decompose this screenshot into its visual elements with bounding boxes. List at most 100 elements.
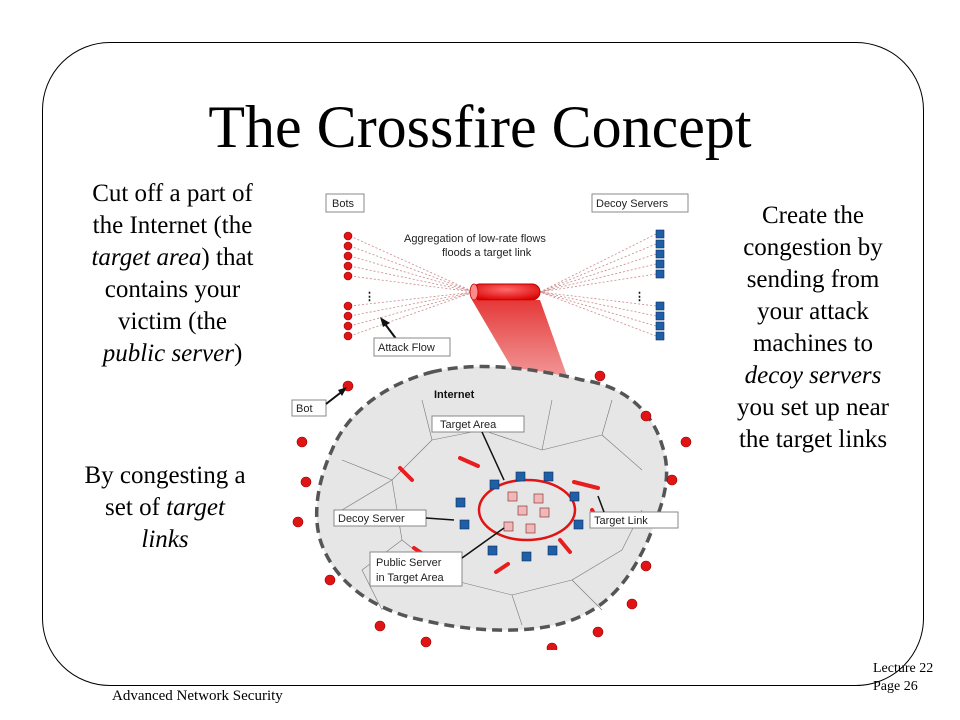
- decoy-server-node: [655, 269, 665, 279]
- left-bottom-line: By congesting a: [84, 462, 246, 489]
- bot-node: [374, 620, 386, 632]
- left-top-text: Cut off a part of the Internet (the targ…: [60, 178, 285, 370]
- attack-flow-line: [349, 275, 475, 293]
- decoy-server-node: [655, 249, 665, 259]
- network-link: [571, 549, 623, 581]
- public-server-label-2: in Target Area: [376, 572, 445, 584]
- bot-node: [680, 436, 692, 448]
- network-link: [361, 569, 383, 611]
- bot-node: [343, 301, 353, 311]
- left-bottom-line: links: [55, 524, 275, 556]
- bot-node: [626, 598, 638, 610]
- target-link-bar: [398, 466, 414, 482]
- left-bottom-line: set of target: [55, 492, 275, 524]
- bot-node: [592, 626, 604, 638]
- right-line: sending from: [746, 266, 880, 293]
- bot-node: [343, 271, 353, 281]
- bot-node: [343, 311, 353, 321]
- left-top-line: victim (the: [118, 308, 227, 335]
- right-line: the target links: [738, 426, 888, 453]
- network-link: [481, 429, 543, 451]
- target-link-label-box: [589, 511, 679, 529]
- attack-flow-arrowhead: [380, 317, 390, 327]
- left-bottom-text: By congesting a set of target links: [55, 460, 275, 556]
- aggregation-label-1: Aggregation of low-rate flows: [404, 233, 546, 245]
- attack-flow-line: [349, 291, 475, 337]
- decoy-server-arrow: [425, 517, 455, 521]
- public-server-term: public server: [102, 340, 234, 367]
- right-text: Create the congestion by sending from yo…: [708, 200, 918, 456]
- links-term: links: [141, 526, 189, 553]
- bot-label-box: [291, 399, 327, 417]
- bot-node: [343, 251, 353, 261]
- attack-flow-label: Attack Flow: [378, 342, 435, 354]
- bot-node: [343, 231, 353, 241]
- course-name: Advanced Network Security: [112, 688, 283, 704]
- footer-rule: [312, 685, 860, 686]
- left-top-line: contains your: [104, 276, 241, 303]
- network-link: [341, 479, 393, 511]
- network-link: [541, 434, 603, 451]
- attack-flow-line: [539, 291, 657, 337]
- decoy-server-node: [487, 545, 498, 556]
- network-link: [391, 439, 433, 481]
- decoy-server-node: [573, 519, 584, 530]
- network-link: [601, 434, 643, 471]
- attack-flow-line: [349, 291, 475, 317]
- ellipsis-right: ⋮: [634, 291, 645, 303]
- public-server-label-1: Public Server: [376, 557, 442, 569]
- bot-node: [343, 261, 353, 271]
- bot-node: [292, 516, 304, 528]
- ellipsis-left: ⋮: [364, 291, 375, 303]
- decoy-server-node: [547, 545, 558, 556]
- attack-flow-line: [539, 243, 657, 293]
- internet-label: Internet: [434, 389, 475, 401]
- aggregation-label-2: floods a target link: [442, 247, 532, 259]
- target-link-bar: [558, 538, 572, 554]
- decoy-server-node: [655, 239, 665, 249]
- decoy-servers-term: decoy servers: [744, 362, 882, 389]
- public-server-node: [539, 507, 550, 518]
- decoy-server-node: [515, 471, 526, 482]
- bots-label: Bots: [332, 198, 355, 210]
- target-area-term: target area: [91, 244, 202, 271]
- left-top-line-rest: ): [233, 340, 243, 367]
- right-line: your attack: [757, 298, 869, 325]
- attack-flow-line: [349, 265, 475, 293]
- attack-flow-label-box: [373, 337, 451, 357]
- bot-node: [300, 476, 312, 488]
- right-line: machines to: [752, 330, 874, 357]
- right-line: decoy servers: [708, 360, 918, 392]
- attack-flow-line: [349, 291, 475, 307]
- public-server-label-box: [369, 551, 463, 587]
- target-link-end: [469, 283, 479, 301]
- network-link: [341, 459, 393, 481]
- public-server-node: [507, 491, 518, 502]
- network-link: [541, 399, 553, 451]
- right-line: Create the: [761, 202, 865, 229]
- public-server-node: [533, 493, 544, 504]
- attack-flow-line: [539, 291, 657, 307]
- attack-flow-line: [539, 253, 657, 293]
- attack-flow-line: [349, 255, 475, 293]
- decoy-server-node: [543, 471, 554, 482]
- target-link-label: Target Link: [594, 515, 648, 527]
- decoy-server-node: [655, 331, 665, 341]
- internet-boundary: [314, 364, 669, 632]
- lecture-page-info: Lecture 22 Page 26: [873, 660, 933, 696]
- left-bottom-line-pre: set of: [105, 494, 167, 521]
- decoy-server-node: [655, 259, 665, 269]
- bot-node: [420, 636, 432, 648]
- attack-flow-line: [349, 235, 475, 293]
- left-top-line-rest: ) that: [201, 244, 254, 271]
- decoy-server-node: [489, 479, 500, 490]
- target-area-ellipse: [477, 478, 577, 542]
- decoy-server-node: [655, 311, 665, 321]
- left-top-line: public server): [60, 338, 285, 370]
- target-link-bar: [494, 562, 510, 574]
- bot-node: [594, 370, 606, 382]
- decoy-servers-label: Decoy Servers: [596, 198, 669, 210]
- bot-node: [324, 574, 336, 586]
- target-area-label-box: [431, 415, 525, 433]
- lecture-number: Lecture 22: [873, 661, 934, 676]
